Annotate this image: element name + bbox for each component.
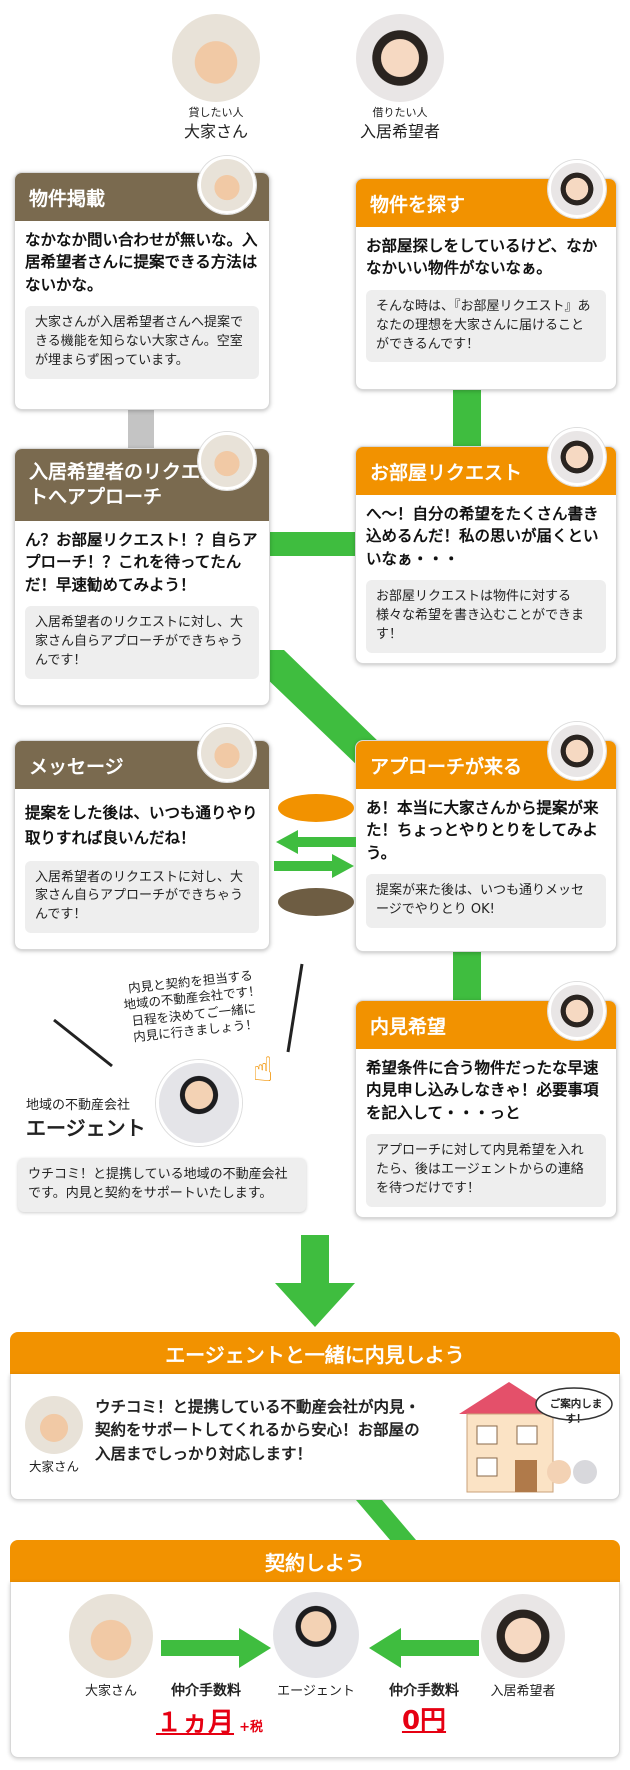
fee-label-left: 仲介手数料	[171, 1683, 241, 1699]
tenant-label: 入居希望者	[359, 122, 440, 141]
landlord-label: 大家さん	[183, 122, 248, 141]
message-exchange-graphic	[274, 794, 356, 916]
card-viewing: 内見希望 希望条件に合う物件だったな早速内見申し込みしなきゃ！必要事項を記入して…	[355, 1000, 617, 1218]
contract-tenant-label: 入居希望者	[490, 1684, 556, 1699]
card-approach-request-main: ん？お部屋リクエスト！？自らアプローチ！？これを待ってたんだ！早速勧めてみよう！	[25, 531, 258, 594]
tenant-sub-label: 借りたい人	[372, 106, 428, 119]
card-search-note: そんな時は、『お部屋リクエスト』あなたの理想を大家さんに届けることができるんです…	[366, 289, 606, 363]
fee-tax: +税	[239, 1720, 264, 1735]
card-approach-comes-title: アプローチが来る	[370, 755, 523, 778]
contract-agent-label: エージェント	[277, 1684, 355, 1699]
card-listing-main: なかなか問い合わせが無いな。入居希望者さんに提案できる方法はないかな。	[25, 231, 258, 294]
card-room-request-main: へ〜！自分の希望をたくさん書き込めるんだ！私の思いが届くといいなぁ・・・	[366, 505, 599, 568]
pointing-hand-icon: ☝	[252, 1050, 274, 1090]
card-approach-request-note: 入居希望者のリクエストに対し、大家さん自らアプローチができちゃうんです！	[25, 606, 259, 679]
down-arrow-icon	[275, 1235, 355, 1327]
connector-approach-request	[266, 532, 358, 556]
contract-section-title: 契約しよう	[265, 1550, 365, 1575]
contract-tenant-avatar	[481, 1594, 565, 1678]
card-viewing-title: 内見希望	[370, 1015, 447, 1038]
contract-landlord-avatar	[69, 1594, 153, 1678]
arrow-left-to-agent-icon	[369, 1628, 479, 1668]
card-room-request-title: お部屋リクエスト	[370, 461, 523, 484]
card-message-note: 入居希望者のリクエストに対し、大家さん自らアプローチができちゃうんです！	[25, 860, 259, 934]
fee-value-left-group: １ヵ月 +税	[156, 1702, 286, 1739]
viewing-section-text: ウチコミ！と提携している不動産会社が内見・契約をサポートしてくれるから安心！お部…	[95, 1398, 421, 1463]
contract-agent-avatar	[273, 1592, 359, 1678]
agent-note: ウチコミ！と提携している地域の不動産会社です。内見と契約をサポートいたします。	[18, 1158, 306, 1212]
agent-name-label: エージェント	[26, 1116, 146, 1140]
agent-sub-label: 地域の不動産会社	[26, 1098, 131, 1113]
agent-speech-lines	[53, 963, 304, 1068]
house-illustration	[459, 1382, 613, 1493]
fee-value-right: 0円	[401, 1706, 447, 1736]
speech-bubble-orange	[278, 794, 354, 822]
card-viewing-main: 希望条件に合う物件だったな早速内見申し込みしなきゃ！必要事項を記入して・・・っと	[366, 1059, 599, 1122]
card-message-title: メッセージ	[29, 755, 124, 778]
viewing-section-body: 大家さん ウチコミ！と提携している不動産会社が内見・契約をサポートしてくれるから…	[10, 1374, 620, 1500]
arrow-right-icon	[274, 854, 354, 878]
viewing-landlord-label: 大家さん	[28, 1459, 79, 1474]
card-search-title: 物件を探す	[370, 193, 466, 216]
card-listing-avatar	[198, 156, 256, 214]
speech-bubble-brown	[278, 888, 354, 916]
connector-search-request	[453, 390, 481, 446]
contract-landlord-label: 大家さん	[84, 1684, 137, 1699]
contract-section-header: 契約しよう	[10, 1540, 620, 1582]
card-listing-title: 物件掲載	[29, 187, 106, 210]
connector-viewing-contract	[356, 1500, 416, 1540]
house-speech-bubble: ご案内します！	[549, 1398, 603, 1425]
card-approach-comes-main: あ！本当に大家さんから提案が来た！ちょっとやりとりをしてみよう。	[366, 799, 599, 862]
card-message-avatar	[198, 724, 256, 782]
card-search-main: お部屋探しをしているけど、なかなかいい物件がないなぁ。	[366, 237, 598, 278]
arrow-left-icon	[276, 830, 356, 854]
contract-section-body: 大家さん エージェント 入居希望者 仲介手数料 １ヵ月 +税 仲介手数料 0円	[10, 1582, 620, 1758]
card-listing-note: 大家さんが入居希望者さんへ提案できる機能を知らない大家さん。空室が埋まらず困って…	[25, 306, 259, 379]
card-approach-request-avatar	[198, 432, 256, 490]
viewing-section-title: エージェントと一緒に内見しよう	[165, 1342, 465, 1367]
fee-label-right: 仲介手数料	[389, 1683, 459, 1699]
viewing-landlord-avatar	[25, 1396, 83, 1454]
card-approach-request: 入居希望者のリクエストへアプローチ ん？お部屋リクエスト！？自らアプローチ！？こ…	[14, 448, 270, 706]
card-approach-request-title: 入居希望者のリクエストへアプローチ	[29, 461, 220, 508]
card-viewing-note: アプローチに対して内見希望を入れたら、後はエージェントからの連絡を待つだけです！	[366, 1134, 606, 1207]
connector-diagonal	[262, 650, 382, 768]
card-approach-comes-note: 提案が来た後は、いつも通りメッセージでやりとり OK!	[366, 874, 606, 929]
arrow-right-to-agent-icon	[161, 1628, 271, 1668]
card-room-request-avatar	[548, 428, 606, 486]
card-viewing-avatar	[548, 982, 606, 1040]
fee-value-left: １ヵ月	[156, 1708, 235, 1738]
card-search-avatar	[548, 160, 606, 218]
viewing-section-header: エージェントと一緒に内見しよう	[10, 1332, 620, 1374]
connector-approach-viewing	[453, 950, 481, 1000]
connector-listing-approach	[128, 408, 154, 448]
landlord-avatar	[172, 14, 260, 102]
landlord-sub-label: 貸したい人	[188, 106, 244, 119]
card-approach-comes-avatar	[548, 722, 606, 780]
card-room-request-note: お部屋リクエストは物件に対する様々な希望を書き込むことができます！	[366, 580, 606, 653]
tenant-avatar	[356, 14, 444, 102]
agent-avatar	[156, 1060, 242, 1146]
card-message-main: 提案をした後は、いつも通りやり取りすれば良いんだね！	[25, 804, 258, 847]
